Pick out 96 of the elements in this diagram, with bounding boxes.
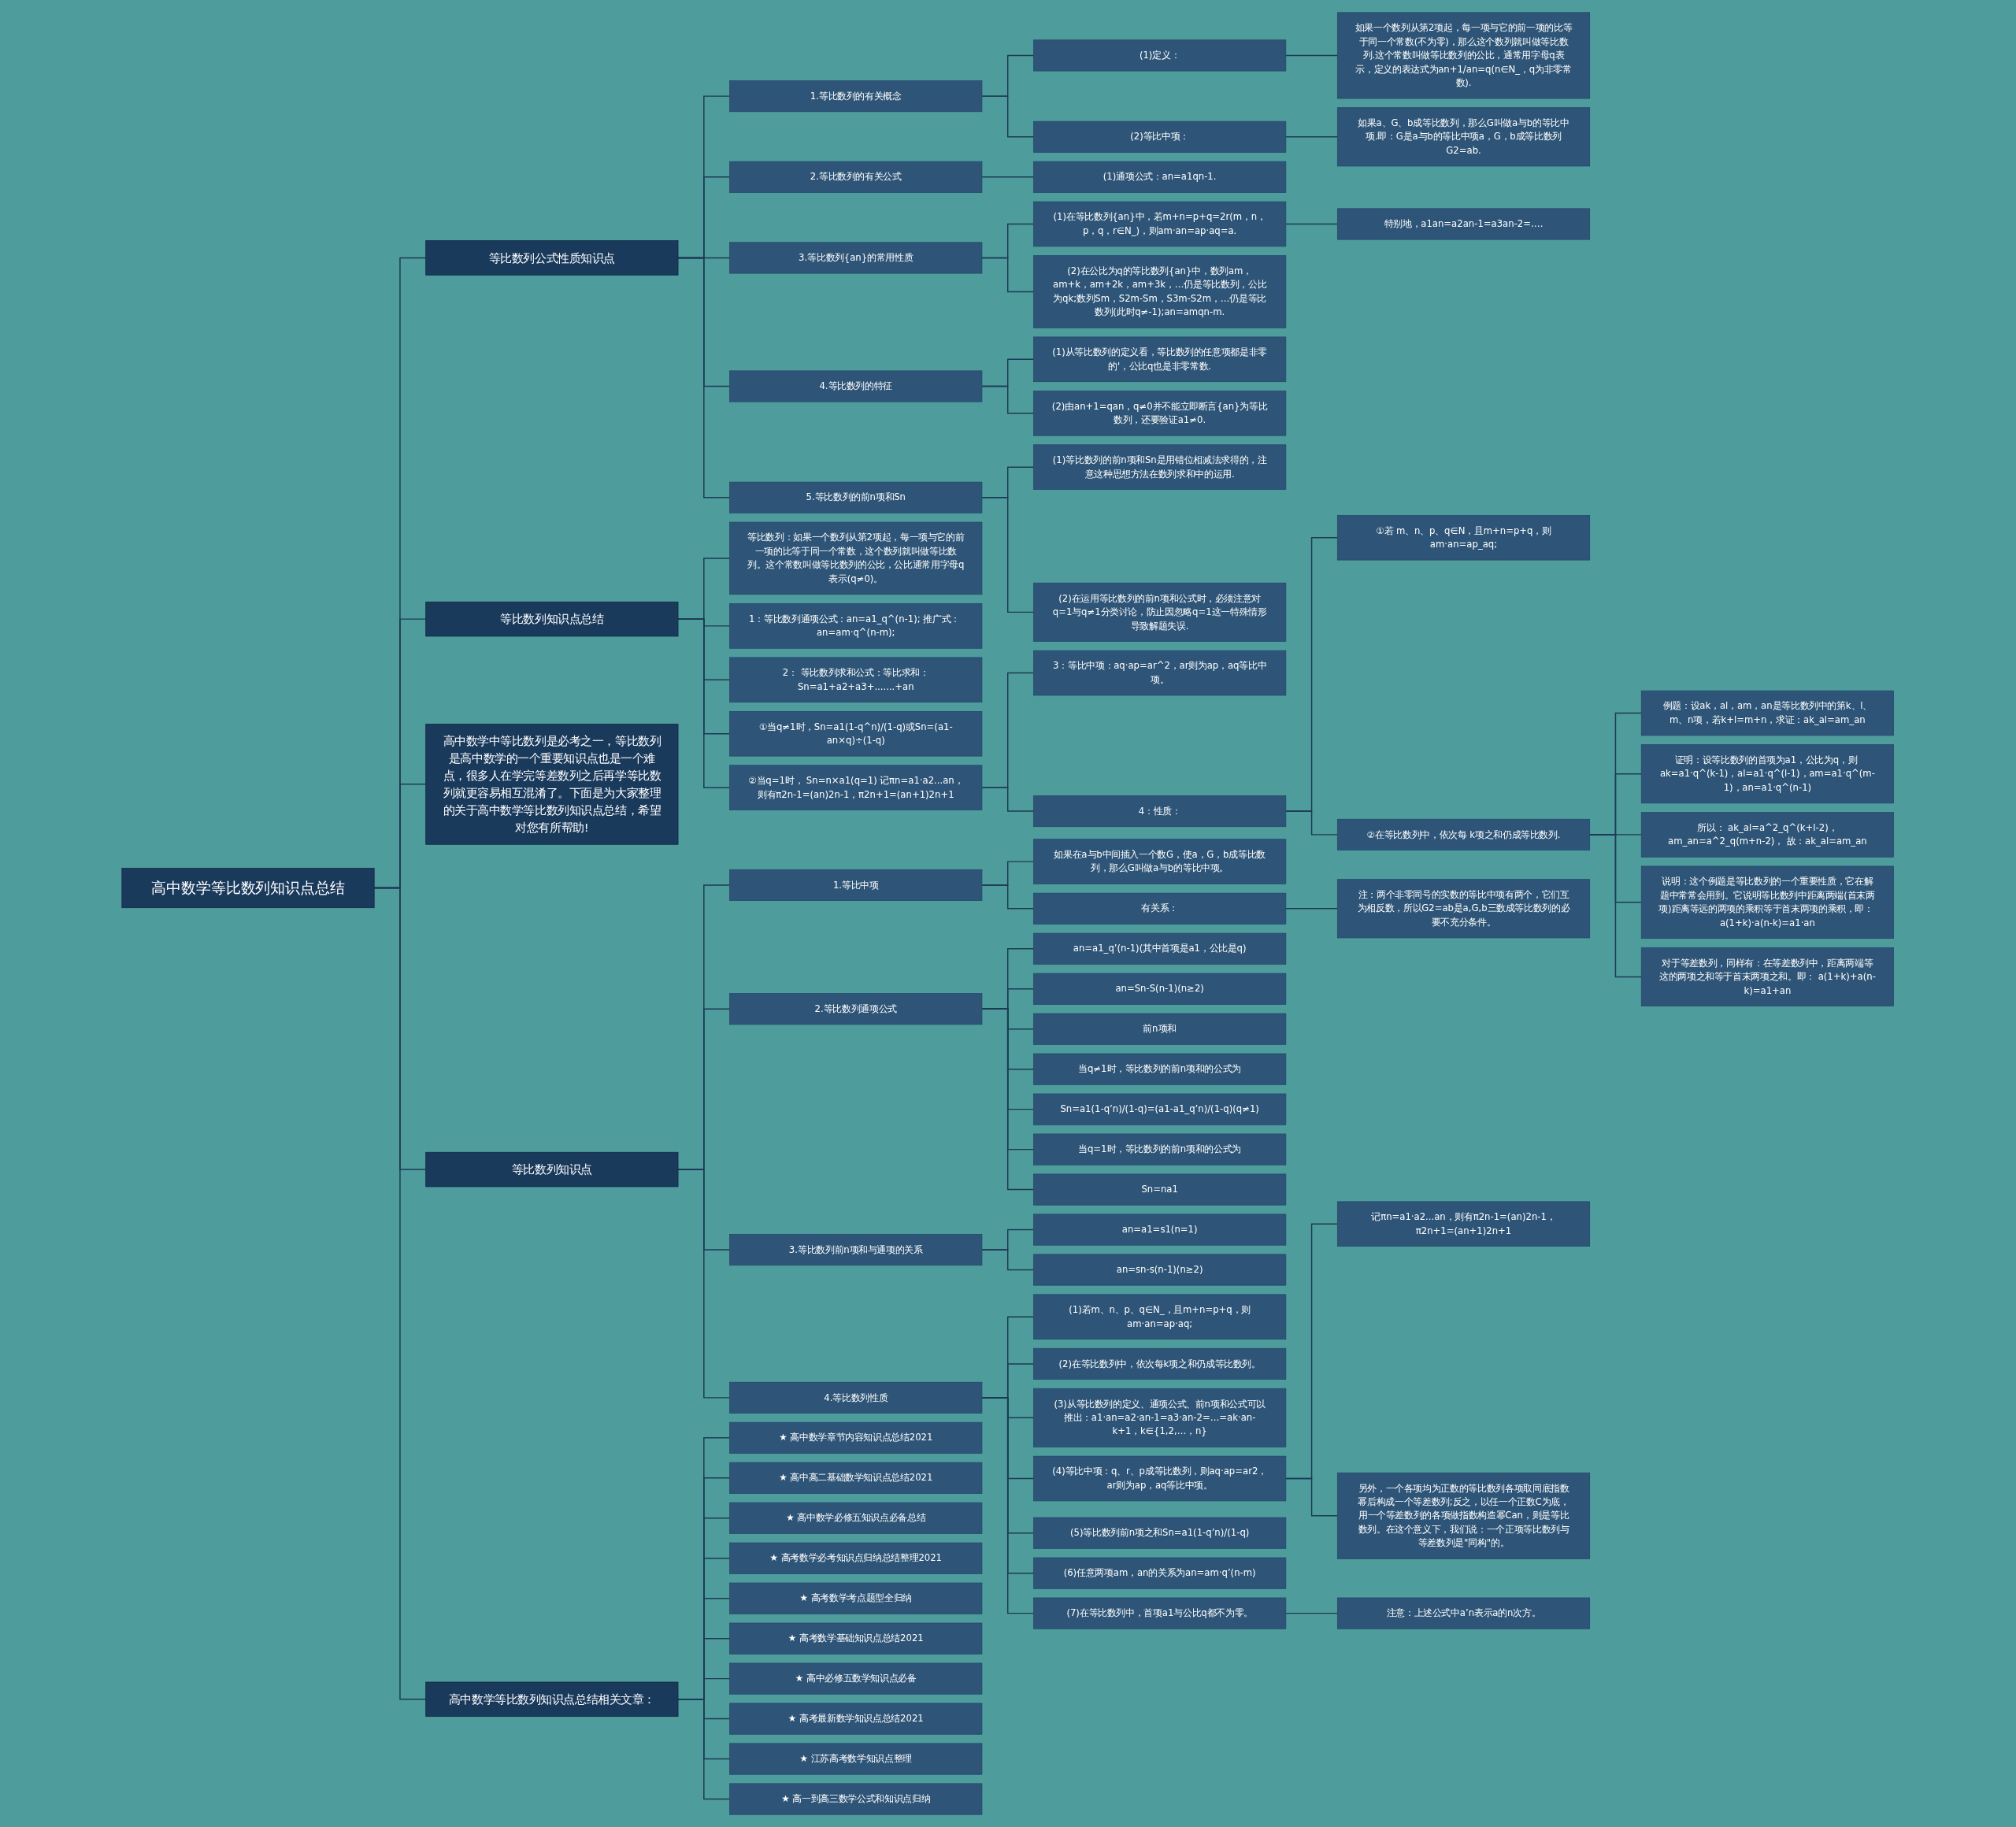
- node-box: (1)等比数列的前n项和Sn是用错位相减法求得的，注意这种思想方法在数列求和中的运用.: [1033, 444, 1287, 490]
- node-box: 2： 等比数列求和公式：等比求和：Sn=a1+a2+a3+.......+an: [729, 657, 983, 703]
- connector: [1285, 223, 1339, 225]
- node-box: an=a1=s1(n=1): [1033, 1214, 1287, 1246]
- connector: [981, 385, 1035, 414]
- node-box: 等比数列公式性质知识点: [425, 240, 679, 276]
- node-box: (4)等比中项：q、r、p成等比数列，则aq·ap=ar2，ar则为ap，aq等比中项。: [1033, 1455, 1287, 1502]
- node-box: 如果a、G、b成等比数列，那么G叫做a与b的等比中项.即：G是a与b的等比中项a，G，b成等比数列G2=ab.: [1337, 107, 1591, 167]
- connector: [981, 884, 1035, 910]
- node-box: an=sn-s(n-1)(n≥2): [1033, 1254, 1287, 1286]
- node-box: 所以： ak_al=a^2_q^(k+l-2)，am_an=a^2_q(m+n-2)， 故：ak_al=am_an: [1641, 812, 1895, 858]
- node-box: ★ 高中数学必修五知识点必备总结: [729, 1502, 983, 1534]
- node-box: 记πn=a1·a2...an，则有π2n-1=(an)2n-1，π2n+1=(an+1)2n+1: [1337, 1201, 1591, 1247]
- node-box: 高中数学等比数列知识点总结相关文章：: [425, 1681, 679, 1718]
- node-box: 当q≠1时，等比数列的前n项和的公式为: [1033, 1053, 1287, 1085]
- node-box: 等比数列：如果一个数列从第2项起，每一项与它的前一项的比等于同一个常数，这个数列就叫做等比数列。这个常数叫做等比数列的公比，公比通常用字母q表示(q≠0)。: [729, 521, 983, 595]
- node-box: (2)在运用等比数列的前n项和公式时，必须注意对q=1与q≠1分类讨论，防止因忽略q=1这一特殊情形导致解题失误.: [1033, 582, 1287, 642]
- node-box: (3)从等比数列的定义、通项公式、前n项和公式可以推出：a1·an=a2·an-1=a3·an-2=…=ak·an-k+1，k∈{1,2,…，n}: [1033, 1388, 1287, 1447]
- node-box: 4：性质：: [1033, 795, 1287, 828]
- node-box: 4.等比数列的特征: [729, 370, 983, 402]
- connector: [677, 618, 731, 788]
- node-box: 证明：设等比数列的首项为a1，公比为q，则 ak=a1·q^(k-1)，al=a1·q^(l-1)，am=a1·q^(m-1)，an=a1·q^(n-1): [1641, 744, 1895, 804]
- connector: [677, 1169, 731, 1399]
- node-box: (1)在等比数列{an}中，若m+n=p+q=2r(m，n，p，q，r∈N_)，则am·an=ap·aq=a.: [1033, 201, 1287, 247]
- connector: [981, 1008, 1035, 1191]
- node-box: 说明：这个例题是等比数列的一个重要性质，它在解题中常常会用到。它说明等比数列中距离两端(首末两项)距离等远的两项的乘积等于首末两项的乘积，即： a(1+k)·a(n-k)=a1·an: [1641, 865, 1895, 939]
- node-box: ★ 高中数学章节内容知识点总结2021: [729, 1421, 983, 1454]
- node-box: Sn=na1: [1033, 1173, 1287, 1206]
- connector: [677, 1699, 731, 1800]
- node-box: ★ 高考数学基础知识点总结2021: [729, 1622, 983, 1655]
- node-box: 如果在a与b中间插入一个数G，使a，G，b成等比数列，那么G叫做a与b的等比中项。: [1033, 839, 1287, 884]
- node-box: (6)任意两项am，an的关系为an=am·q’(n-m): [1033, 1557, 1287, 1589]
- connector: [1285, 1612, 1339, 1614]
- node-box: ②在等比数列中，依次每 k项之和仍成等比数列.: [1337, 818, 1591, 850]
- node-box: 1.等比数列的有关概念: [729, 80, 983, 113]
- node-box: 等比数列知识点: [425, 1151, 679, 1188]
- connector: [1285, 54, 1339, 57]
- node-box: 3：等比中项：aq·ap=ar^2，ar则为ap，aq等比中项。: [1033, 650, 1287, 696]
- node-box: 等比数列知识点总结: [425, 601, 679, 637]
- node-box: (2)等比中项：: [1033, 120, 1287, 153]
- connector: [677, 257, 731, 498]
- node-box: ★ 高中必修五数学知识点必备: [729, 1662, 983, 1695]
- node-box: 1.等比中项: [729, 869, 983, 901]
- node-box: ②当q=1时， Sn=n×a1(q=1) 记πn=a1·a2...an，则有π2n-1=(an)2n-1，π2n+1=(an+1)2n+1: [729, 765, 983, 810]
- node-box: (1)若m、n、p、q∈N_，且m+n=p+q，则am·an=ap·aq;: [1033, 1294, 1287, 1340]
- node-box: 另外，一个各项均为正数的等比数列各项取同底指数幂后构成一个等差数列;反之，以任一个正数C为底，用一个等差数列的各项做指数构造幂Can，则是等比数列。在这个意义下，我们说：一个正项等比数列与等差数列是"同构"的。: [1337, 1472, 1591, 1559]
- node-box: an=a1_q’(n-1)(其中首项是a1，公比是q): [1033, 932, 1287, 965]
- connector: [981, 1397, 1035, 1614]
- node-box: an=Sn-S(n-1)(n≥2): [1033, 973, 1287, 1005]
- connector: [981, 176, 1035, 178]
- node-box: (1)从等比数列的定义看，等比数列的任意项都是非零的'，公比q也是非零常数.: [1033, 336, 1287, 383]
- connector: [373, 887, 427, 1700]
- node-box: 如果一个数列从第2项起，每一项与它的前一项的比等于同一个常数(不为零)，那么这个数列就叫做等比数列.这个常数叫做等比数列的公比，通常用字母q表示，定义的表达式为an+1/an=q(n∈N_，q为非零常数).: [1337, 12, 1591, 99]
- node-box: 注意：上述公式中a’n表示a的n次方。: [1337, 1597, 1591, 1629]
- connector: [981, 497, 1035, 613]
- node-box: ★ 高中高二基础数学知识点总结2021: [729, 1462, 983, 1494]
- connector: [1285, 810, 1339, 836]
- node-box: (1)通项公式：an=a1qn-1.: [1033, 161, 1287, 193]
- node-box: 高中数学等比数列知识点总结: [121, 868, 375, 909]
- node-box: (5)等比数列前n项之和Sn=a1(1-q’n)/(1-q): [1033, 1517, 1287, 1549]
- node-box: 3.等比数列{an}的常用性质: [729, 242, 983, 274]
- node-box: 当q=1时，等比数列的前n项和的公式为: [1033, 1133, 1287, 1166]
- node-box: ★ 江苏高考数学知识点整理: [729, 1743, 983, 1775]
- node-box: 有关系：: [1033, 892, 1287, 925]
- node-box: 5.等比数列的前n项和Sn: [729, 481, 983, 513]
- node-box: 特别地，a1an=a2an-1=a3an-2=….: [1337, 208, 1591, 240]
- node-box: 前n项和: [1033, 1013, 1287, 1045]
- connector: [1285, 136, 1339, 138]
- node-box: 对于等差数列，同样有：在等差数列中，距离两端等这的两项之和等于首末两项之和。即： a(1+k)+a(n-k)=a1+an: [1641, 947, 1895, 1006]
- connector: [1285, 908, 1339, 910]
- node-box: ★ 高考数学必考知识点归纳总结整理2021: [729, 1542, 983, 1574]
- connector: [981, 1249, 1035, 1271]
- node-box: 例题：设ak，al，am，an是等比数列中的第k、l、m、n项，若k+l=m+n，求证：ak_al=am_an: [1641, 690, 1895, 736]
- node-box: Sn=a1(1-q’n)/(1-q)=(a1-a1_q’n)/(1-q)(q≠1): [1033, 1093, 1287, 1125]
- node-box: (1)定义：: [1033, 39, 1287, 72]
- node-box: (2)在等比数列中，依次每k项之和仍成等比数列。: [1033, 1347, 1287, 1380]
- connector: [981, 787, 1035, 812]
- node-box: 注：两个非零同号的实数的等比中项有两个，它们互为相反数，所以G2=ab是a,G,b三数成等比数列的必要不充分条件。: [1337, 879, 1591, 939]
- node-box: (2)在公比为q的等比数列{an}中，数列am，am+k，am+2k，am+3k，…仍是等比数列，公比为qk;数列Sm，S2m-Sm，S3m-S2m，…仍是等比数列(此时q≠-1);an=amqn-m.: [1033, 255, 1287, 328]
- node-box: (7)在等比数列中，首项a1与公比q都不为零。: [1033, 1597, 1287, 1629]
- connector: [981, 95, 1035, 138]
- node-box: ★ 高考最新数学知识点总结2021: [729, 1703, 983, 1735]
- node-box: (2)由an+1=qan，q≠0并不能立即断言{an}为等比数列，还要验证a1≠0.: [1033, 391, 1287, 436]
- node-box: 1：等比数列通项公式：an=a1_q^(n-1); 推广式： an=am·q^(n-m);: [729, 603, 983, 649]
- connector: [1589, 834, 1643, 978]
- node-box: 2.等比数列的有关公式: [729, 161, 983, 193]
- node-box: ①若 m、n、p、q∈N，且m+n=p+q，则am·an=ap_aq;: [1337, 515, 1591, 561]
- node-box: 高中数学中等比数列是必考之一，等比数列是高中数学的一个重要知识点也是一个难点，很多人在学完等差数列之后再学等比数列就更容易相互混淆了。下面是为大家整理的关于高中数学等比数列知识点总结，希望对您有所帮助!: [425, 724, 679, 845]
- connector: [981, 257, 1035, 293]
- connector: [1285, 1477, 1339, 1517]
- node-box: ★ 高考数学考点题型全归纳: [729, 1582, 983, 1614]
- node-box: ①当q≠1时，Sn=a1(1-q^n)/(1-q)或Sn=(a1-an×q)÷(1-q): [729, 711, 983, 757]
- node-box: 2.等比数列通项公式: [729, 993, 983, 1025]
- node-box: ★ 高一到高三数学公式和知识点归纳: [729, 1783, 983, 1815]
- node-box: 3.等比数列前n项和与通项的关系: [729, 1234, 983, 1266]
- node-box: 4.等比数列性质: [729, 1381, 983, 1414]
